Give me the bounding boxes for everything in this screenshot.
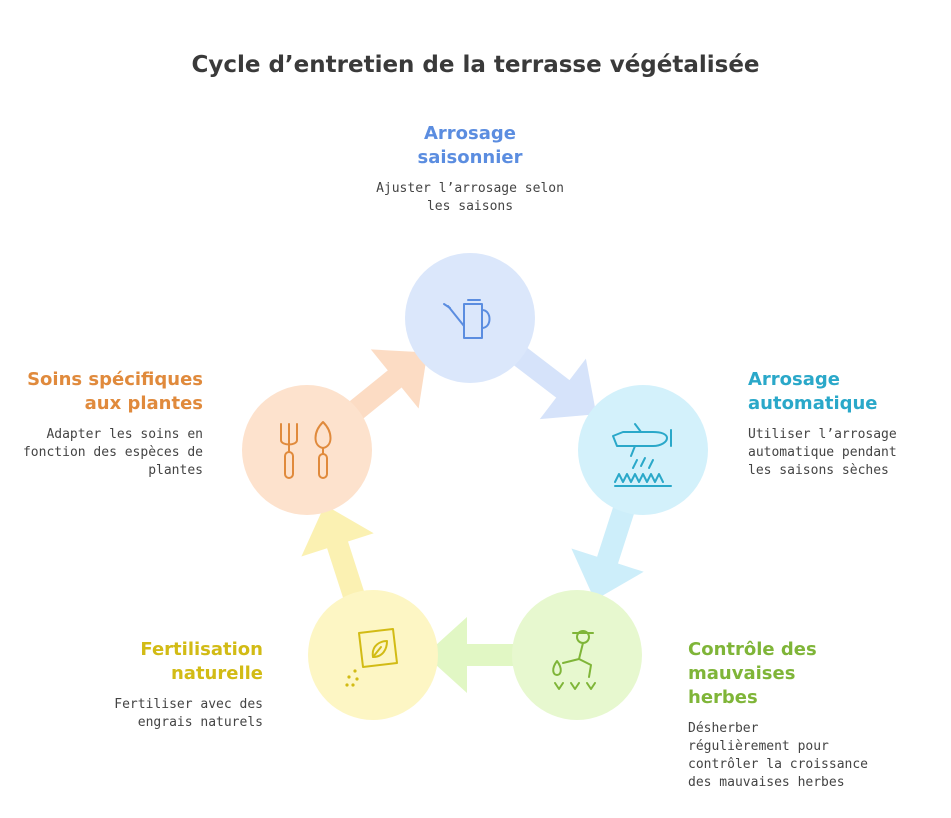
step-description: Utiliser l’arrosage automatique pendant le…: [748, 426, 938, 480]
step-title-line: Arrosage: [423, 123, 516, 144]
step-description-line: automatique pendant: [748, 445, 897, 460]
step-description-line: Fertiliser avec des: [114, 697, 263, 712]
diagram-title: Cycle d’entretien de la terrasse végétal…: [191, 52, 760, 78]
step-description-line: Désherber: [688, 721, 759, 736]
watering-can-icon: [443, 299, 491, 339]
step-description-line: des mauvaises herbes: [688, 775, 845, 790]
step-description-line: les saisons sèches: [748, 463, 889, 478]
step-description-line: Adapter les soins en: [46, 427, 203, 442]
step-circle: [578, 385, 708, 515]
cycle-arrow: [510, 344, 597, 420]
step-title: Arrosage saisonnier: [330, 122, 610, 170]
step-title-line: saisonnier: [417, 147, 523, 168]
step-title-line: automatique: [748, 393, 878, 414]
step-title: Fertilisation naturelle: [40, 638, 263, 686]
step-title-line: Contrôle des: [688, 639, 817, 660]
garden-tools-icon: [280, 421, 332, 479]
step-circle: [512, 590, 642, 720]
cycle-arrows: [301, 344, 644, 693]
step-title: Soins spécifiques aux plantes: [10, 368, 203, 416]
step-description-line: plantes: [148, 463, 203, 478]
step-title-line: naturelle: [170, 663, 263, 684]
gardener-weeding-icon: [552, 630, 596, 690]
cycle-arrow: [301, 504, 374, 604]
step-circle: [242, 385, 372, 515]
step-title: Contrôle des mauvaises herbes: [688, 638, 918, 710]
step-node: [578, 385, 708, 515]
step-title-line: Fertilisation: [140, 639, 263, 660]
step-title: Arrosage automatique: [748, 368, 938, 416]
step-description-line: contrôler la croissance: [688, 757, 869, 772]
step-description: Ajuster l’arrosage selon les saisons: [330, 180, 610, 216]
step-title-line: Arrosage: [748, 369, 841, 390]
step-description-line: les saisons: [426, 199, 514, 214]
cycle-arrow: [425, 617, 525, 693]
step-description-line: Utiliser l’arrosage: [748, 427, 897, 442]
cycle-nodes: [242, 253, 708, 720]
cycle-arrow: [571, 501, 644, 601]
step-description-line: régulièrement pour: [688, 739, 829, 754]
cycle-arrow: [342, 349, 428, 424]
step-title-line: herbes: [688, 687, 758, 708]
step-description: Fertiliser avec des engrais naturels: [40, 696, 263, 732]
step-title-line: mauvaises: [688, 663, 796, 684]
step-description-line: fonction des espèces de: [22, 445, 203, 460]
step-node: [512, 590, 642, 720]
crop-duster-plane-icon: [612, 423, 672, 487]
step-description-line: engrais naturels: [137, 715, 263, 730]
step-description: Adapter les soins en fonction des espèces…: [10, 426, 203, 480]
step-node: [405, 253, 535, 383]
step-node: [308, 590, 438, 720]
step-title-line: Soins spécifiques: [27, 369, 203, 390]
step-circle: [405, 253, 535, 383]
step-description: Désherber régulièrement pour contrôler la …: [688, 720, 918, 792]
step-description-line: Ajuster l’arrosage selon: [376, 181, 564, 196]
fertilizer-bag-icon: [345, 628, 398, 687]
step-node: [242, 385, 372, 515]
step-title-line: aux plantes: [84, 393, 203, 414]
